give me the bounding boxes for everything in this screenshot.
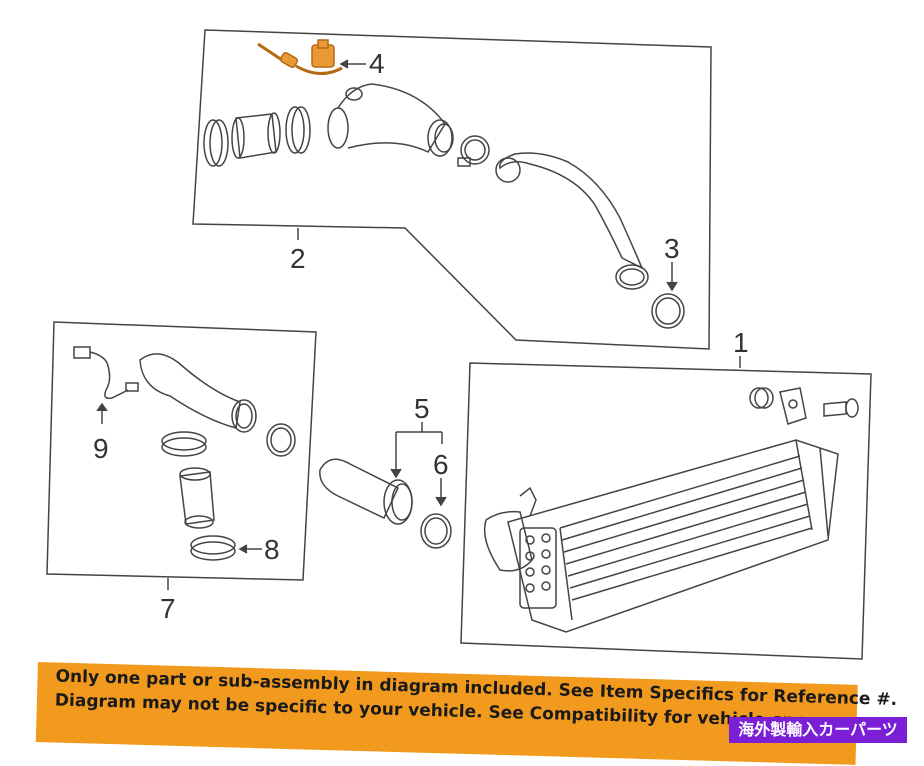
charge-air-hose — [495, 152, 649, 290]
callout-4: 4 — [369, 48, 385, 79]
o-ring-part-3 — [651, 262, 685, 329]
callout-6: 6 — [433, 449, 449, 480]
plug-part — [749, 387, 774, 409]
o-ring-part-6 — [420, 478, 452, 549]
sensor-part-4 — [257, 39, 343, 75]
assembly-2-panel — [192, 29, 712, 350]
clamp-part-7a — [266, 423, 296, 457]
coupler-sleeve — [231, 112, 281, 159]
callout-5-bracket — [390, 422, 443, 479]
callout-2: 2 — [290, 243, 306, 274]
callout-3: 3 — [664, 233, 680, 264]
sensor-part-9 — [73, 346, 139, 424]
throttle-duct — [139, 353, 257, 433]
coupler-part-7 — [179, 467, 215, 529]
callout-8: 8 — [264, 534, 280, 565]
clamp-ring-a — [203, 119, 229, 167]
import-parts-badge: 海外製輸入カーパーツ — [729, 717, 907, 743]
bracket-part — [779, 387, 807, 425]
hose-part-5 — [319, 458, 413, 525]
bolt-part — [823, 398, 859, 418]
clamp-part-7b — [161, 431, 207, 457]
intercooler-part-1 — [483, 439, 839, 633]
intercooler-panel — [460, 362, 872, 660]
assembly-7-panel — [46, 321, 317, 581]
callout-9: 9 — [93, 433, 109, 464]
callout-5: 5 — [414, 393, 430, 424]
clamp-part-8 — [190, 535, 262, 561]
small-clamp — [457, 135, 490, 167]
callout-1: 1 — [733, 327, 749, 358]
parts-diagram: 1 2 3 4 5 6 7 8 9 — [46, 29, 872, 660]
clamp-ring-b — [285, 106, 311, 154]
callout-7: 7 — [160, 593, 176, 624]
callout-4-leader — [339, 59, 366, 69]
intake-duct — [327, 83, 454, 157]
